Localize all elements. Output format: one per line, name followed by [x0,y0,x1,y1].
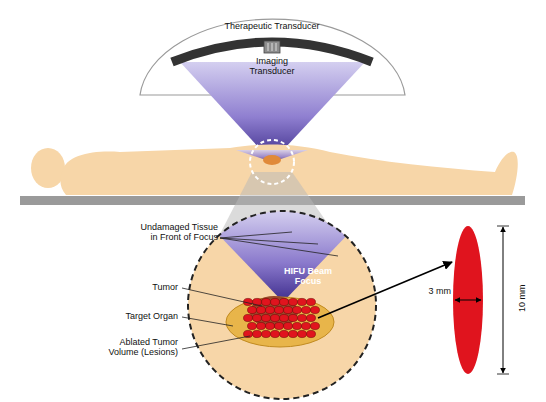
part-label: Target Organ [100,311,178,321]
magnified-beam [190,205,376,302]
part-label: Tumor [120,282,178,292]
focus-label: HIFU Beam Focus [282,266,334,287]
target-organ [226,297,334,347]
dimension-label: 10 mm [517,270,527,326]
lesion-enlarged [453,226,483,374]
part-label: Ablated Tumor Volume (Lesions) [96,337,178,358]
patient-head [31,148,65,188]
transducer-label: Therapeutic Transducer [222,21,322,31]
zoom-circle [250,140,294,184]
dimension-label: 3 mm [418,286,451,296]
focal-spot [263,155,281,165]
tissue-label: Undamaged Tissue in Front of Focus [140,222,218,243]
transducer-label: Imaging Transducer [242,56,302,77]
imaging-transducer [264,41,280,53]
